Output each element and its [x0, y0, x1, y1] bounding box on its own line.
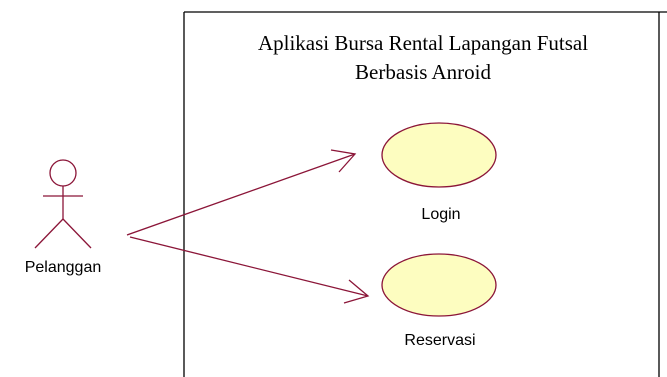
- actor-right-leg: [62, 218, 92, 249]
- association-login: [126, 149, 357, 236]
- use-case-label-reservasi: Reservasi: [404, 332, 475, 349]
- actor-left-leg: [34, 218, 64, 249]
- arrowhead-reservasi: [343, 279, 370, 304]
- association-line-login: [126, 153, 356, 236]
- system-boundary: [183, 11, 667, 377]
- actor-head: [49, 159, 77, 187]
- use-case-login: [381, 122, 497, 188]
- system-title-line-1: Aplikasi Bursa Rental Lapangan Futsal: [258, 31, 588, 55]
- system-title-line-2: Berbasis Anroid: [355, 60, 491, 84]
- use-case-reservasi: [381, 253, 497, 317]
- association-line-reservasi: [129, 236, 369, 297]
- actor-label: Pelanggan: [25, 259, 102, 276]
- arrowhead-login: [330, 149, 357, 173]
- use-case-label-login: Login: [421, 206, 460, 223]
- actor-pelanggan: [34, 159, 92, 249]
- association-reservasi: [129, 236, 370, 304]
